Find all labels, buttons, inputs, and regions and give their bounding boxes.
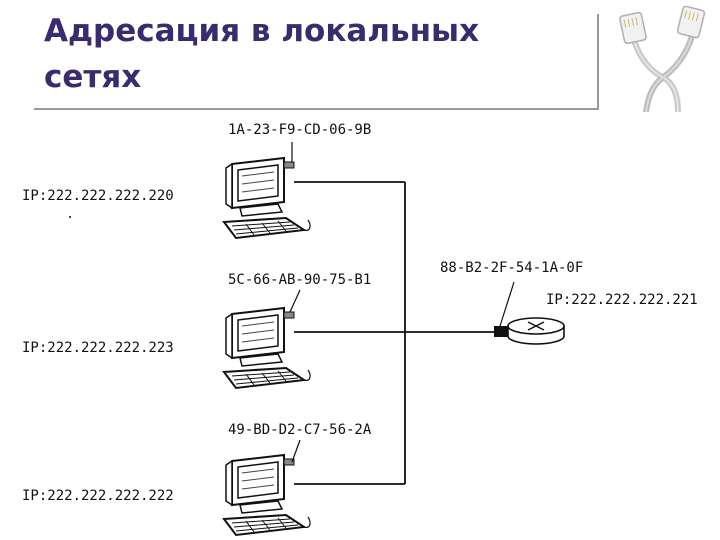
computer-icon <box>223 157 312 239</box>
router: 88-B2-2F-54-1A-0F IP:222.222.222.221 <box>440 260 698 345</box>
slide-title-line-1: Адресация в локальных <box>44 13 480 49</box>
host-3: 49-BD-D2-C7-56-2A IP:222.222.222.222 <box>22 422 405 536</box>
host-2: 5C-66-AB-90-75-B1 IP:222.222.222.223 <box>22 272 498 389</box>
host-1-dot <box>69 216 71 218</box>
computer-icon <box>223 454 312 536</box>
slide-title-line-2: сетях <box>44 59 142 95</box>
router-ip-label: IP:222.222.222.221 <box>546 292 698 308</box>
router-mac-label: 88-B2-2F-54-1A-0F <box>440 260 583 276</box>
router-port <box>494 326 508 337</box>
host-2-ip-label: IP:222.222.222.223 <box>22 340 174 356</box>
title-underline <box>34 108 599 110</box>
host-1: 1A-23-F9-CD-06-9B IP:222.222.222.220 <box>22 122 405 239</box>
title-side-rule <box>597 14 599 109</box>
router-icon <box>507 317 565 345</box>
router-mac-leader <box>499 281 515 327</box>
host-2-mac-leader <box>289 289 301 313</box>
slide-title: Адресация в локальных сетях <box>44 8 584 100</box>
host-1-ip-label: IP:222.222.222.220 <box>22 188 174 204</box>
host-3-ip-label: IP:222.222.222.222 <box>22 488 174 504</box>
host-3-mac-leader <box>291 439 301 463</box>
computer-icon <box>223 307 312 389</box>
host-1-mac-label: 1A-23-F9-CD-06-9B <box>228 122 371 138</box>
host-3-mac-label: 49-BD-D2-C7-56-2A <box>228 422 372 438</box>
network-cable-image <box>619 5 706 112</box>
host-2-mac-label: 5C-66-AB-90-75-B1 <box>228 272 371 288</box>
